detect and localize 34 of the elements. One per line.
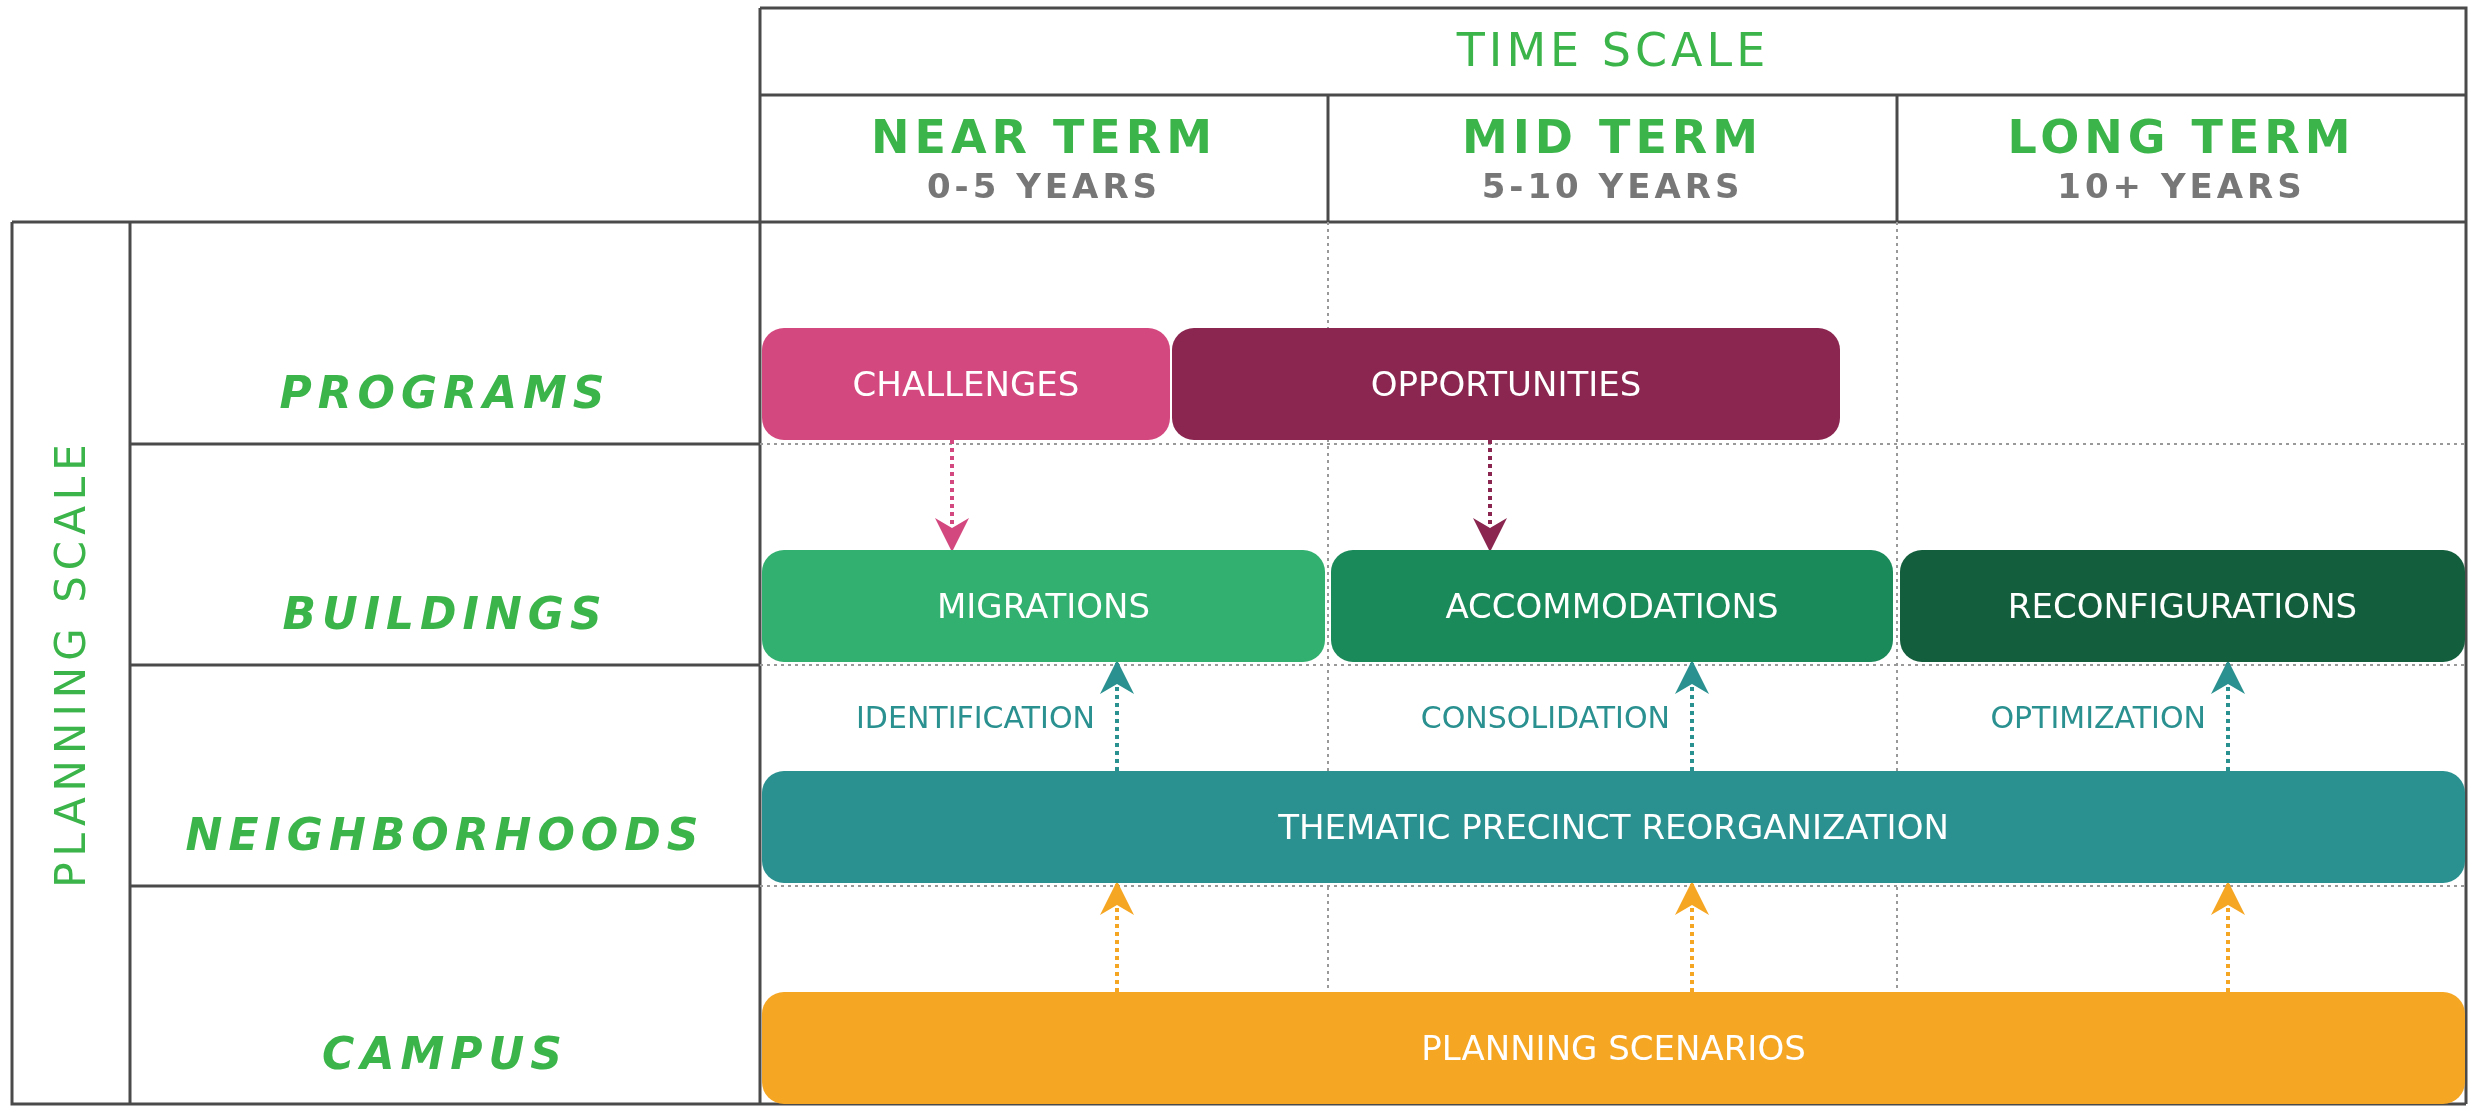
column-subheading: 0-5 YEARS (925, 165, 1163, 207)
arrow (935, 440, 969, 552)
bar-label: ACCOMMODATIONS (1445, 586, 1779, 626)
arrow (1675, 881, 1709, 992)
axis-heading: PLANNING SCALE (46, 438, 96, 888)
arrow (1473, 440, 1507, 552)
column-subheading: 10+ YEARS (2056, 165, 2307, 207)
row-heading: CAMPUS (321, 1027, 569, 1081)
process-bar (1172, 328, 1840, 440)
process-bar (762, 992, 2465, 1104)
column-heading: NEAR TERM (870, 110, 1218, 164)
process-bar (762, 771, 2465, 883)
process-bar (1900, 550, 2465, 662)
column-heading: LONG TERM (2006, 110, 2357, 164)
process-bar (762, 328, 1170, 440)
bar-label: MIGRATIONS (936, 586, 1151, 626)
row-heading: BUILDINGS (281, 587, 609, 641)
arrow (1675, 660, 1709, 771)
axis-heading: TIME SCALE (1455, 22, 1771, 78)
process-bar (1331, 550, 1893, 662)
arrow (1100, 881, 1134, 992)
arrow (1100, 660, 1134, 771)
arrow (2211, 881, 2245, 992)
arrow (2211, 660, 2245, 771)
bar-label: RECONFIGURATIONS (2007, 586, 2358, 626)
bar-label: PLANNING SCENARIOS (1421, 1028, 1806, 1068)
column-subheading: 5-10 YEARS (1480, 165, 1745, 207)
bar-label: THEMATIC PRECINCT REORGANIZATION (1278, 807, 1949, 847)
process-bar (762, 550, 1325, 662)
column-heading: MID TERM (1460, 110, 1765, 164)
row-heading: PROGRAMS (278, 366, 612, 420)
bar-label: CHALLENGES (852, 364, 1080, 404)
bar-label: OPPORTUNITIES (1370, 364, 1642, 404)
row-heading: NEIGHBORHOODS (184, 808, 706, 862)
